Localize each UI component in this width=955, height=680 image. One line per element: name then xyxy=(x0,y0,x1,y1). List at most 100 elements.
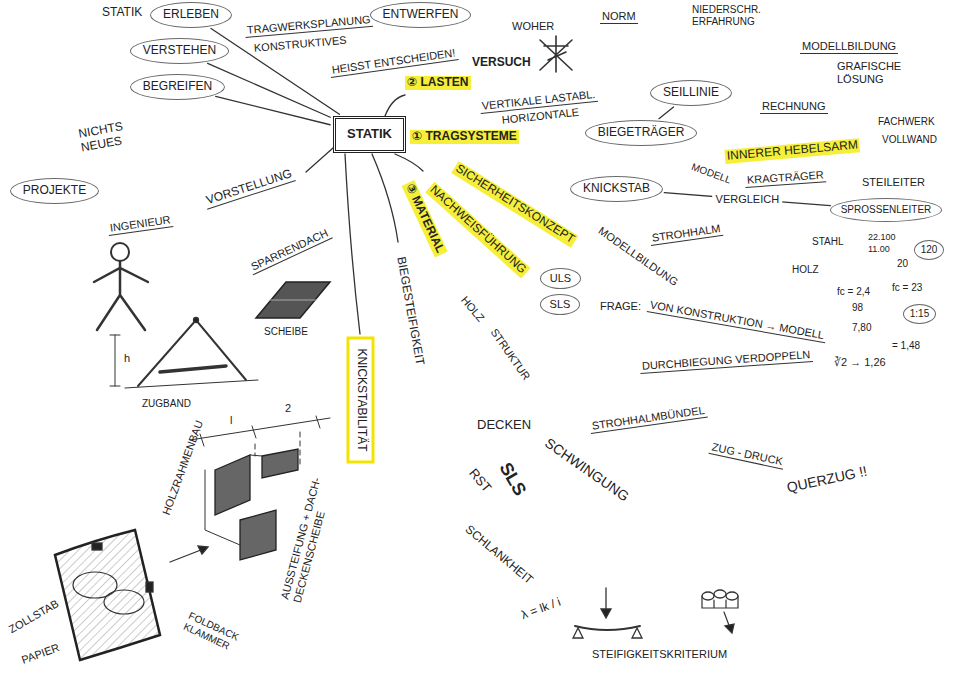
note-text: HOLZ xyxy=(457,292,488,326)
rafter-roof xyxy=(138,320,246,386)
slab-sketch xyxy=(256,282,330,318)
wall-panel xyxy=(215,455,250,515)
note-text: fc = 2,4 xyxy=(835,286,872,298)
note-text: VORSTELLUNG xyxy=(203,167,296,210)
note-text: NORM xyxy=(600,10,638,24)
wall-panel xyxy=(262,449,298,478)
note-text: ZUGBAND xyxy=(140,398,193,410)
note-text: HEISST ENTSCHEIDEN! xyxy=(329,46,458,77)
note-text: HOLZRAHMENBAU xyxy=(159,417,206,519)
note-text: SCHEIBE xyxy=(262,326,310,338)
circled-term: KNICKSTAB xyxy=(570,176,663,202)
note-text: GRAFISCHE LÖSUNG xyxy=(835,60,924,85)
dimension-line xyxy=(190,416,330,446)
straw-bundle xyxy=(702,592,714,600)
node-text: ULS xyxy=(549,272,572,285)
note-text: RECHNUNG xyxy=(760,100,828,114)
note-text: SLS xyxy=(494,457,531,501)
edge-label: VERGLEICH xyxy=(713,193,783,206)
note-text: = 1,48 xyxy=(890,340,922,352)
circled-term: ENTWERFEN xyxy=(370,2,471,28)
note-text: QUERZUG !! xyxy=(783,462,870,496)
hinge-dot xyxy=(194,318,199,323)
node-text: BEGREIFEN xyxy=(142,80,213,94)
stick-figure-head xyxy=(111,243,129,261)
note-text: BIEGESTEIFIGKEIT xyxy=(393,254,426,369)
beam-sketch xyxy=(575,626,640,630)
circled-term: SLS xyxy=(540,294,580,315)
note-text: SCHLANKHEIT xyxy=(461,522,537,589)
support-symbol xyxy=(573,628,583,638)
note-text: STROHHALM xyxy=(649,222,723,246)
note-text: DECKEN xyxy=(475,418,533,433)
node-text: SLS xyxy=(549,298,571,311)
branch-stub xyxy=(385,95,405,116)
highlight-text: INNERER HEBELSARM xyxy=(724,138,860,164)
arrow-head xyxy=(725,624,734,633)
note-text: 22.100 xyxy=(866,232,898,242)
node-text: KNICKSTABILITÄT xyxy=(353,348,367,453)
center-box: STATIK xyxy=(333,116,406,153)
branch-stub xyxy=(372,154,398,242)
node-text: KNICKSTAB xyxy=(582,182,651,196)
circled-term: PROJEKTE xyxy=(10,178,99,204)
frame-model xyxy=(55,530,160,660)
node-text: PROJEKTE xyxy=(22,184,87,198)
note-text: PAPIER xyxy=(18,640,63,667)
stick-figure xyxy=(94,261,148,330)
note-text: FOLDBACK KLAMMER xyxy=(180,609,252,659)
node-text: ENTWERFEN xyxy=(382,8,459,22)
node-text: SEILLINIE xyxy=(662,86,720,100)
arrow-head xyxy=(601,609,611,618)
circled-term: SPROSSENLEITER xyxy=(830,198,942,222)
slab-hatch xyxy=(270,300,316,301)
node-text: STATIK xyxy=(346,127,393,142)
note-text: RST xyxy=(464,465,495,498)
note-text: TRAGWERKSPLANUNG xyxy=(244,13,373,38)
circled-term: VERSTEHEN xyxy=(130,38,229,64)
highlight-text: ② LASTEN xyxy=(405,76,471,90)
node-text: SPROSSENLEITER xyxy=(840,204,932,216)
note-text: AUSSTEIFUNG + DACH- DECKENSCHEIBE xyxy=(278,470,337,606)
note-text: λ = lk / i xyxy=(518,595,565,623)
note-text: ZUG - DRUCK xyxy=(709,440,786,469)
note-text: h xyxy=(122,352,132,365)
note-text: 2 xyxy=(283,402,293,415)
note-text: HOLZ xyxy=(790,264,821,276)
node-text: 120 xyxy=(920,244,938,256)
note-text: WOHER xyxy=(510,20,556,33)
ground-line xyxy=(125,380,258,388)
branch-line xyxy=(659,107,674,119)
note-text: MODELLBILDUNG xyxy=(800,40,898,54)
note-text: FRAGE: xyxy=(598,300,643,313)
note-text: DURCHBIEGUNG VERDOPPELN xyxy=(640,348,813,374)
note-text: MODELL xyxy=(688,160,734,186)
note-text: KRAGTRÄGER xyxy=(745,168,827,187)
note-text: ZOLLSTAB xyxy=(5,596,63,637)
note-text: VON KONSTRUKTION → MODELL xyxy=(647,298,827,343)
height-dimension xyxy=(110,335,120,386)
branch-line xyxy=(216,96,330,124)
note-text: 11.00 xyxy=(866,244,892,254)
note-text: l xyxy=(228,414,234,427)
note-text: VERSUCH xyxy=(470,56,533,70)
note-text: 7,80 xyxy=(850,322,873,334)
note-text: INGENIEUR xyxy=(107,213,173,236)
note-text: SPARRENDACH xyxy=(247,226,332,275)
circled-term: SEILLINIE xyxy=(650,80,732,106)
note-text: 98 xyxy=(850,302,865,314)
node-text: 1:15 xyxy=(909,308,930,320)
note-text: STRUKTUR xyxy=(487,325,534,385)
wall-panel xyxy=(240,510,276,560)
note-text: NIEDERSCHR. ERFAHRUNG xyxy=(690,4,794,27)
clip-symbol xyxy=(92,543,102,550)
highlight-text: ① TRAGSYSTEME xyxy=(410,130,519,144)
circled-number: 120 xyxy=(914,240,944,260)
note-text: STROHHALMBÜNDEL xyxy=(589,404,707,434)
note-text: ∛2 → 1,26 xyxy=(832,356,888,369)
circled-term: BIEGETRÄGER xyxy=(585,120,697,146)
circled-number: 1:15 xyxy=(903,304,936,324)
branch-line xyxy=(664,193,830,206)
arrow-head xyxy=(198,546,208,554)
